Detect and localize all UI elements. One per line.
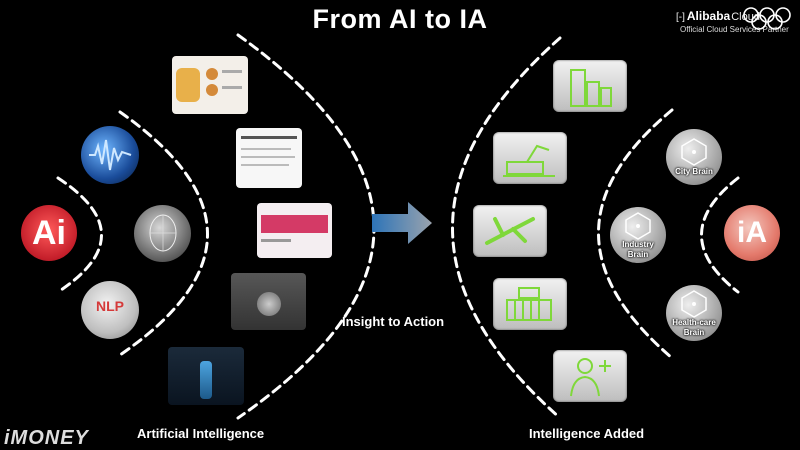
health-care-brain-badge: Health-care Brain <box>666 285 722 341</box>
industry-brain-badge: Industry Brain <box>610 207 666 263</box>
shopping-app-thumbnail <box>257 203 332 258</box>
nlp-badge-text: NLP <box>96 298 124 314</box>
left-inner-arc <box>56 176 103 294</box>
voice-recognition-icon <box>81 126 139 184</box>
health-care-brain-label-line2: Brain <box>683 328 705 337</box>
factory-icon <box>493 278 567 330</box>
industry-brain-label-line2: Brain <box>627 250 649 259</box>
ia-badge: iA <box>724 205 780 261</box>
brand-partner-text: Official Cloud Services Partner <box>680 25 789 34</box>
face-recognition-icon <box>134 205 191 262</box>
ai-badge-text: Ai <box>32 214 66 252</box>
ai-badge: Ai <box>21 205 77 261</box>
artificial-intelligence-label: Artificial Intelligence <box>137 426 265 441</box>
nlp-badge: NLP <box>81 281 139 339</box>
article-screenshot-thumbnail <box>236 128 302 188</box>
intelligence-added-label: Intelligence Added <box>529 426 645 441</box>
olympic-rings-icon <box>743 7 791 30</box>
doctor-icon <box>553 350 627 402</box>
right-outer-arc <box>451 36 562 420</box>
airplane-icon <box>473 205 547 257</box>
app-screenshot-thumbnail <box>172 56 248 114</box>
right-inner-arc <box>700 176 740 294</box>
page-title: From AI to IA <box>312 4 488 34</box>
city-brain-badge: City Brain <box>666 129 722 185</box>
insight-to-action-label: Insight to Action <box>342 314 445 329</box>
industrial-machine-icon <box>493 132 567 184</box>
right-arrow-icon <box>372 202 432 244</box>
imoney-watermark: iMONEY <box>4 427 89 449</box>
brand-name-bold: Alibaba <box>686 9 731 23</box>
health-care-brain-label-line1: Health-care <box>672 318 716 327</box>
ia-badge-text: iA <box>737 216 767 249</box>
smart-speaker-thumbnail <box>231 273 306 330</box>
left-middle-arc <box>118 110 209 357</box>
right-middle-arc <box>597 108 674 360</box>
city-buildings-icon <box>553 60 627 112</box>
city-brain-label: City Brain <box>675 167 713 176</box>
industry-brain-label-line1: Industry <box>622 240 654 249</box>
device-photo-thumbnail <box>168 347 244 405</box>
